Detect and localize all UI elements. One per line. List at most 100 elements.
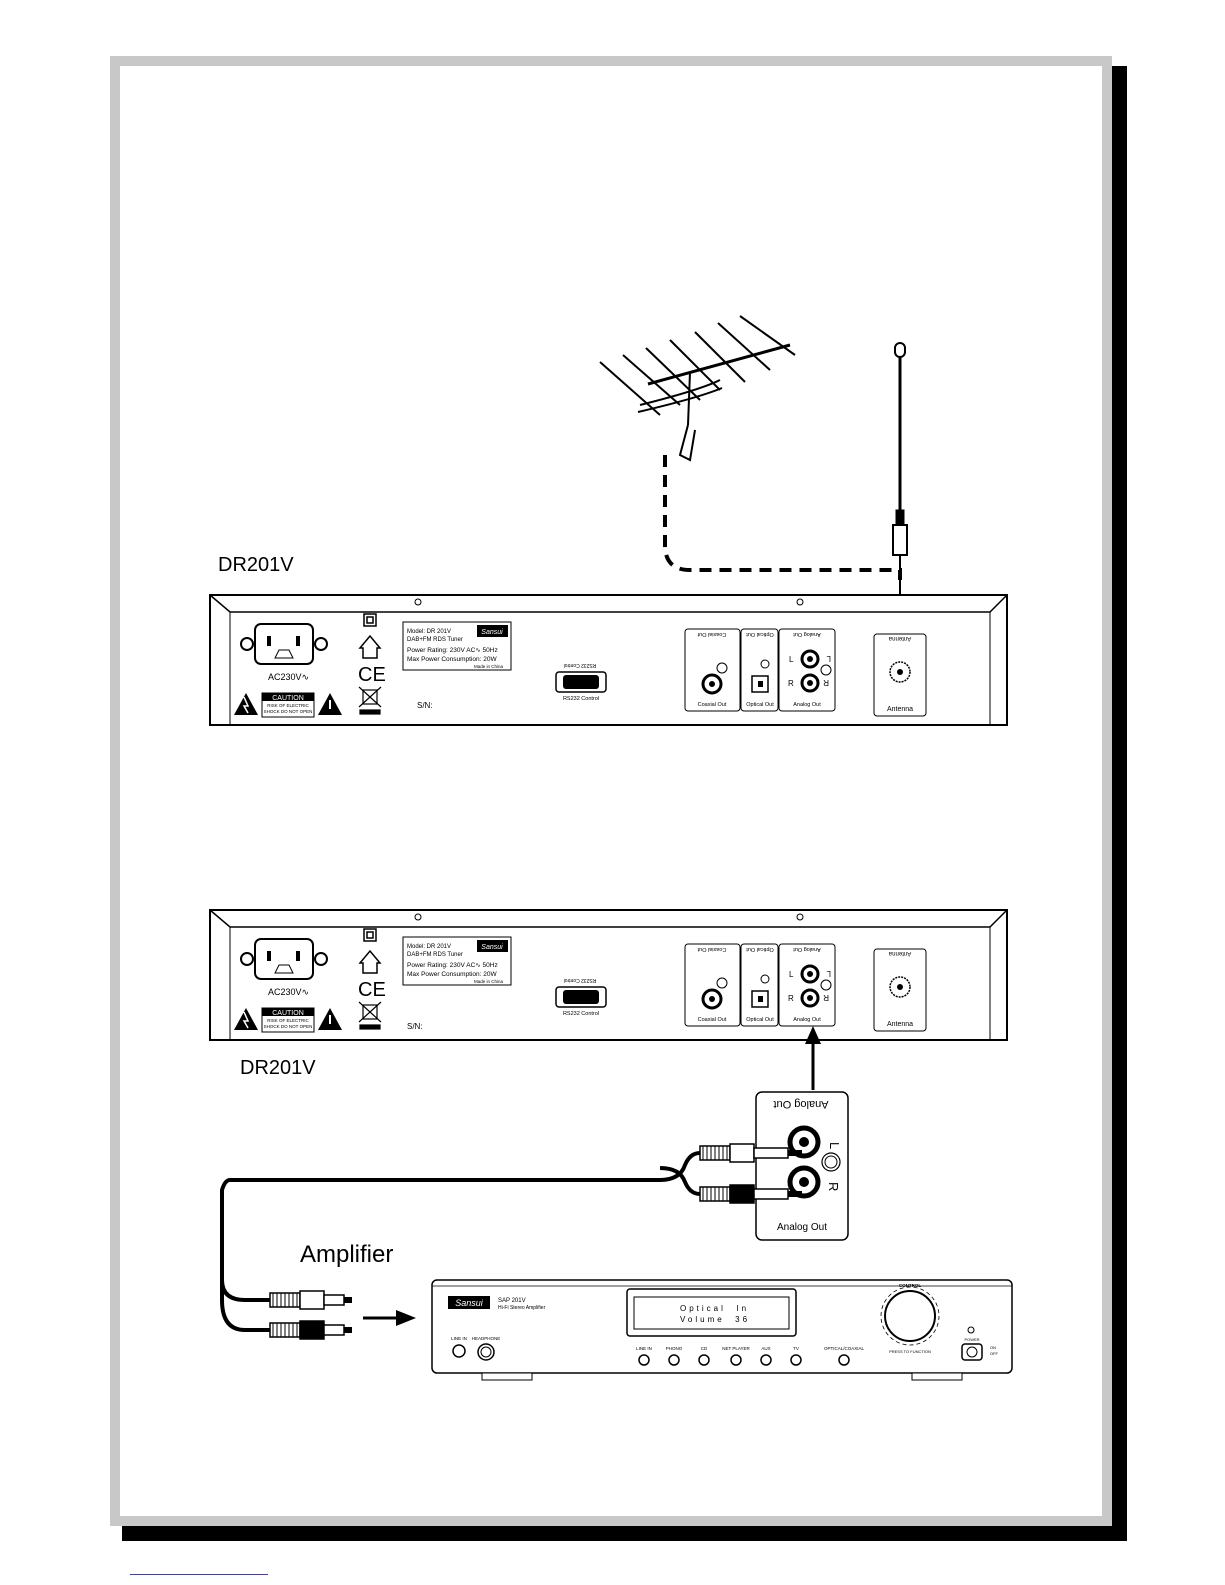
amp-input-label: TV bbox=[793, 1346, 799, 1351]
weee-bin-icon bbox=[358, 1001, 382, 1030]
amp-input-button bbox=[838, 1354, 850, 1366]
amp-line-in-jack bbox=[452, 1344, 466, 1358]
rating-line1: Model: DR 201V bbox=[407, 944, 451, 950]
amp-input-label: NET PLAYER bbox=[722, 1346, 750, 1351]
dr201v-rear-panel-bottom: AC230V∿ CAUTION RISK OF ELECTRIC SHOCK D… bbox=[209, 909, 1008, 1079]
amp-headphone-jack bbox=[477, 1343, 495, 1361]
rating-line4: Max Power Consumption: 20W bbox=[407, 971, 497, 978]
arrow-right-icon bbox=[363, 1310, 416, 1326]
amp-input-button bbox=[760, 1354, 772, 1366]
amp-input-button bbox=[638, 1354, 650, 1366]
rs232-port-icon: RS232 Control RS232 Control bbox=[555, 662, 607, 702]
analog-l-label-flipped: L bbox=[826, 969, 831, 978]
amp-subtitle: Hi-Fi Stereo Amplifier bbox=[498, 1305, 546, 1311]
amp-input-label: OPTICAL/COAXIAL bbox=[824, 1346, 865, 1351]
amp-input-selector: LINE IN PHONO CD NET PLAYER AUX TV OPTICAL/COA… bbox=[636, 1346, 865, 1366]
amp-display-line1: Optical In bbox=[680, 1304, 749, 1313]
double-insulation-icon bbox=[363, 928, 377, 942]
model-label: DR201V bbox=[240, 1057, 316, 1079]
power-inlet-icon bbox=[240, 623, 328, 665]
amp-power-on: ON bbox=[990, 1345, 996, 1350]
caution-line2: SHOCK DO NOT OPEN bbox=[264, 1024, 313, 1029]
analog-r-label: R bbox=[788, 679, 794, 688]
power-label: AC230V∿ bbox=[268, 672, 309, 682]
warning-triangle-icon bbox=[234, 693, 258, 715]
amp-input-label: CD bbox=[701, 1346, 708, 1351]
power-label: AC230V∿ bbox=[268, 987, 309, 997]
power-inlet-icon bbox=[240, 938, 328, 980]
analog-r-label-flipped: R bbox=[823, 678, 829, 687]
analog-label: Analog Out bbox=[793, 1017, 821, 1023]
amp-power-button bbox=[961, 1343, 983, 1361]
analog-r-label: R bbox=[788, 994, 794, 1003]
analog-label-flipped: Analog Out bbox=[793, 631, 821, 637]
analog-l-label: L bbox=[789, 970, 794, 979]
rca-cable bbox=[220, 1143, 802, 1340]
antenna-label: Antenna bbox=[887, 706, 913, 713]
model-label: DR201V bbox=[218, 554, 294, 576]
optical-label: Optical Out bbox=[746, 1017, 774, 1023]
amp-input-label: AUX bbox=[761, 1346, 770, 1351]
ce-mark: CE bbox=[358, 664, 386, 686]
double-insulation-icon bbox=[363, 613, 377, 627]
rs232-label: RS232 Control bbox=[563, 1011, 599, 1017]
amp-jack-label-headphone: HEADPHONE bbox=[472, 1336, 501, 1341]
detail-r-flipped: R bbox=[826, 1182, 841, 1191]
optical-label-flipped: Optical Out bbox=[746, 631, 774, 637]
brand-logo: Sansui bbox=[481, 944, 503, 951]
arrow-up-icon bbox=[805, 1026, 821, 1090]
amplifier-caption: Amplifier bbox=[300, 1241, 393, 1268]
amp-input-label: LINE IN bbox=[636, 1346, 652, 1351]
analog-out-detail: Analog Out L R Analog Out bbox=[755, 1091, 849, 1241]
analog-l-label: L bbox=[789, 655, 794, 664]
sn-label: S/N: bbox=[407, 1022, 423, 1031]
analog-label: Analog Out bbox=[793, 702, 821, 708]
rating-line5: Made in China bbox=[474, 664, 504, 669]
caution-title: CAUTION bbox=[272, 1010, 304, 1017]
sn-label: S/N: bbox=[417, 701, 433, 710]
analog-l-label-flipped: L bbox=[826, 654, 831, 663]
optical-label-flipped: Optical Out bbox=[746, 946, 774, 952]
amp-display-line2: Volume 36 bbox=[680, 1315, 750, 1324]
caution-line1: RISK OF ELECTRIC bbox=[267, 1018, 309, 1023]
caution-line2: SHOCK DO NOT OPEN bbox=[264, 709, 313, 714]
detail-l-flipped: L bbox=[827, 1142, 842, 1149]
indoor-use-icon bbox=[358, 634, 382, 659]
rating-line1: Model: DR 201V bbox=[407, 629, 451, 635]
rating-line3: Power Rating: 230V AC∿ 50Hz bbox=[407, 647, 498, 654]
ce-mark: CE bbox=[358, 979, 386, 1001]
antenna-label-flipped: Antenna bbox=[888, 635, 911, 641]
detail-label: Analog Out bbox=[777, 1222, 827, 1233]
coaxial-label: Coaxial Out bbox=[698, 702, 727, 708]
analog-label-flipped: Analog Out bbox=[793, 946, 821, 952]
rs232-label: RS232 Control bbox=[563, 696, 599, 702]
amp-input-button bbox=[730, 1354, 742, 1366]
yagi-cable-dashed bbox=[663, 455, 902, 580]
coaxial-label-flipped: Coaxial Out bbox=[697, 631, 726, 637]
rating-line3: Power Rating: 230V AC∿ 50Hz bbox=[407, 962, 498, 969]
antenna-label-flipped: Antenna bbox=[888, 950, 911, 956]
amp-power-off: OFF bbox=[990, 1351, 999, 1356]
amplifier-front-panel: Amplifier Sansui SAP 201V Hi-Fi Stereo A… bbox=[300, 1241, 1013, 1381]
amp-input-label: PHONO bbox=[666, 1346, 683, 1351]
weee-bin-icon bbox=[358, 686, 382, 715]
warning-triangle-icon bbox=[234, 1008, 258, 1030]
amp-brand-logo: Sansui bbox=[455, 1298, 484, 1308]
indoor-use-icon bbox=[358, 949, 382, 974]
rs232-label-flipped: RS232 Control bbox=[564, 977, 597, 983]
amp-input-button bbox=[698, 1354, 710, 1366]
footer-link-underline bbox=[130, 1574, 268, 1575]
amp-input-button bbox=[790, 1354, 802, 1366]
rating-line4: Max Power Consumption: 20W bbox=[407, 656, 497, 663]
amp-power-label: POWER bbox=[964, 1337, 979, 1342]
brand-logo: Sansui bbox=[481, 629, 503, 636]
amp-model: SAP 201V bbox=[498, 1298, 526, 1304]
optical-label: Optical Out bbox=[746, 702, 774, 708]
amp-jack-label-line-in: LINE IN bbox=[451, 1336, 467, 1341]
coaxial-label-flipped: Coaxial Out bbox=[697, 946, 726, 952]
rs232-label-flipped: RS232 Control bbox=[564, 662, 597, 668]
amp-press-label: PRESS TO FUNCTION bbox=[889, 1349, 931, 1354]
detail-title-flipped: Analog Out bbox=[773, 1098, 828, 1110]
amp-control-label: CONTROL bbox=[899, 1283, 921, 1288]
